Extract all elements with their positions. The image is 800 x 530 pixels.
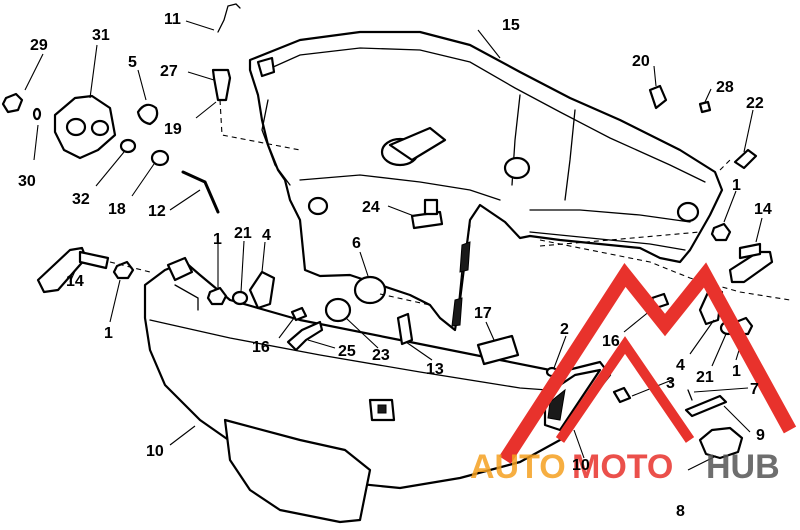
callout-25: 25 (338, 343, 356, 360)
callout-30: 30 (18, 173, 36, 190)
callout-32: 32 (72, 191, 90, 208)
watermark-logo: AUTO MOTO HUB (470, 262, 797, 486)
part-4-bracket-left (248, 270, 276, 310)
callout-1-right-lower: 1 (732, 363, 741, 380)
callout-23: 23 (372, 347, 390, 364)
part-32-washer (119, 138, 137, 154)
callout-10-left: 10 (146, 443, 164, 460)
callout-12: 12 (148, 203, 166, 220)
watermark-triangle-inner (555, 336, 695, 443)
hardware-parts (1, 3, 774, 460)
part-29-nut (1, 92, 24, 114)
callout-7: 7 (750, 381, 759, 398)
alignment-lines (109, 99, 791, 306)
callout-21-right: 21 (696, 369, 714, 386)
callout-20: 20 (632, 53, 650, 70)
callout-1-left: 1 (104, 325, 113, 342)
callout-28: 28 (716, 79, 734, 96)
part-8-fitting (698, 426, 744, 460)
callout-1-center: 1 (213, 231, 222, 248)
part-20-bolt (648, 84, 668, 110)
callout-14-right: 14 (754, 201, 772, 218)
part-30-oring (32, 107, 42, 121)
part-13-seal (396, 312, 414, 346)
callout-10-right: 10 (572, 457, 590, 474)
part-3-screw (612, 386, 632, 404)
callout-14-left: 14 (66, 273, 84, 290)
part-17-pad (476, 334, 520, 366)
callout-15: 15 (502, 17, 520, 34)
callout-17: 17 (474, 305, 492, 322)
callout-21-center: 21 (234, 225, 252, 242)
callout-29: 29 (30, 37, 48, 54)
part-22-bolt (733, 148, 758, 170)
lower-cover-part-10 (143, 256, 612, 524)
callout-8: 8 (676, 503, 685, 520)
part-9-clip (684, 394, 728, 418)
watermark-text-hub: HUB (706, 448, 780, 486)
part-18-bushing (150, 149, 170, 167)
part-25-bolt (286, 320, 324, 352)
callout-4-left: 4 (262, 227, 271, 244)
part-5-clip (136, 103, 159, 126)
callout-24: 24 (362, 199, 380, 216)
part-1-nut-right-upper (710, 222, 732, 242)
callout-5: 5 (128, 54, 137, 71)
part-1-nut-left (112, 260, 135, 280)
callout-13: 13 (426, 361, 444, 378)
callout-16-left: 16 (252, 339, 270, 356)
callout-1-right-upper: 1 (732, 177, 741, 194)
part-11-wire (217, 3, 241, 33)
callout-19: 19 (164, 121, 182, 138)
callout-16-right: 16 (602, 333, 620, 350)
callout-11: 11 (164, 11, 181, 28)
part-1-nut-center (206, 286, 228, 306)
callout-18: 18 (108, 201, 126, 218)
callout-3: 3 (666, 375, 675, 392)
callout-9: 9 (756, 427, 765, 444)
callout-27: 27 (160, 63, 178, 80)
callout-31: 31 (92, 27, 110, 44)
upper-cover-part-15 (248, 30, 724, 332)
part-21-washer-center (231, 290, 249, 306)
part-27-grommet (211, 68, 232, 102)
watermark-text-auto: AUTO (470, 448, 566, 486)
part-28-nut (698, 100, 712, 114)
part-12-rod (181, 170, 220, 214)
callout-2: 2 (560, 321, 569, 338)
part-23-grommet (324, 297, 352, 323)
callout-4-right: 4 (676, 357, 685, 374)
callout-22: 22 (746, 95, 764, 112)
part-16-screw-left (290, 306, 308, 322)
callout-6: 6 (352, 235, 361, 252)
part-7-pin (687, 389, 693, 401)
watermark-text-moto: MOTO (572, 448, 673, 486)
watermark-triangle-outer (499, 262, 797, 464)
part-6-plug (353, 275, 387, 305)
leader-lines (24, 20, 763, 471)
callout-labels: 29 31 5 27 11 19 30 32 18 12 15 20 28 22… (18, 11, 772, 520)
